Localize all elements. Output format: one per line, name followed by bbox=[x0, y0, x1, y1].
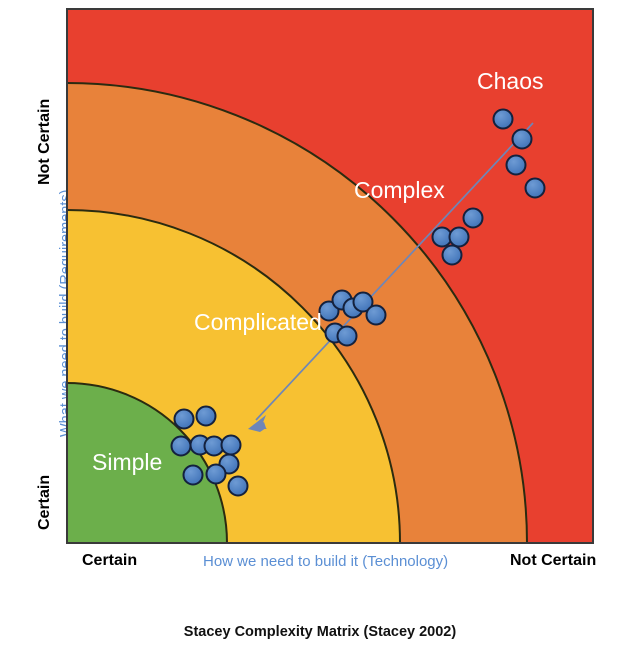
zone-label-simple: Simple bbox=[92, 449, 162, 475]
zone-simple bbox=[67, 382, 228, 543]
x-axis: Certain How we need to build it (Technol… bbox=[60, 550, 640, 580]
x-axis-right-label: Not Certain bbox=[510, 552, 597, 569]
x-axis-left-label: Certain bbox=[82, 552, 138, 569]
dot-cluster-chaos bbox=[492, 108, 546, 199]
y-axis-top-label: Not Certain bbox=[36, 98, 53, 185]
dot-cluster-complicated bbox=[318, 289, 387, 347]
zone-label-complicated: Complicated bbox=[194, 309, 322, 335]
zone-label-complex: Complex bbox=[354, 177, 445, 203]
progression-arrow bbox=[248, 122, 534, 432]
figure-caption: Stacey Complexity Matrix (Stacey 2002) bbox=[183, 624, 457, 640]
x-axis-title: How we need to build it (Technology) bbox=[203, 553, 449, 570]
dot-cluster-complex bbox=[431, 207, 484, 266]
zone-label-chaos: Chaos bbox=[477, 68, 543, 94]
plot-frame bbox=[66, 8, 594, 544]
plot-area: Chaos Complex Complicated Simple bbox=[66, 8, 594, 544]
dot-cluster-simple bbox=[170, 405, 249, 497]
y-axis: Not Certain What we need to build (Requi… bbox=[0, 0, 74, 545]
y-axis-bottom-label: Certain bbox=[36, 474, 53, 530]
